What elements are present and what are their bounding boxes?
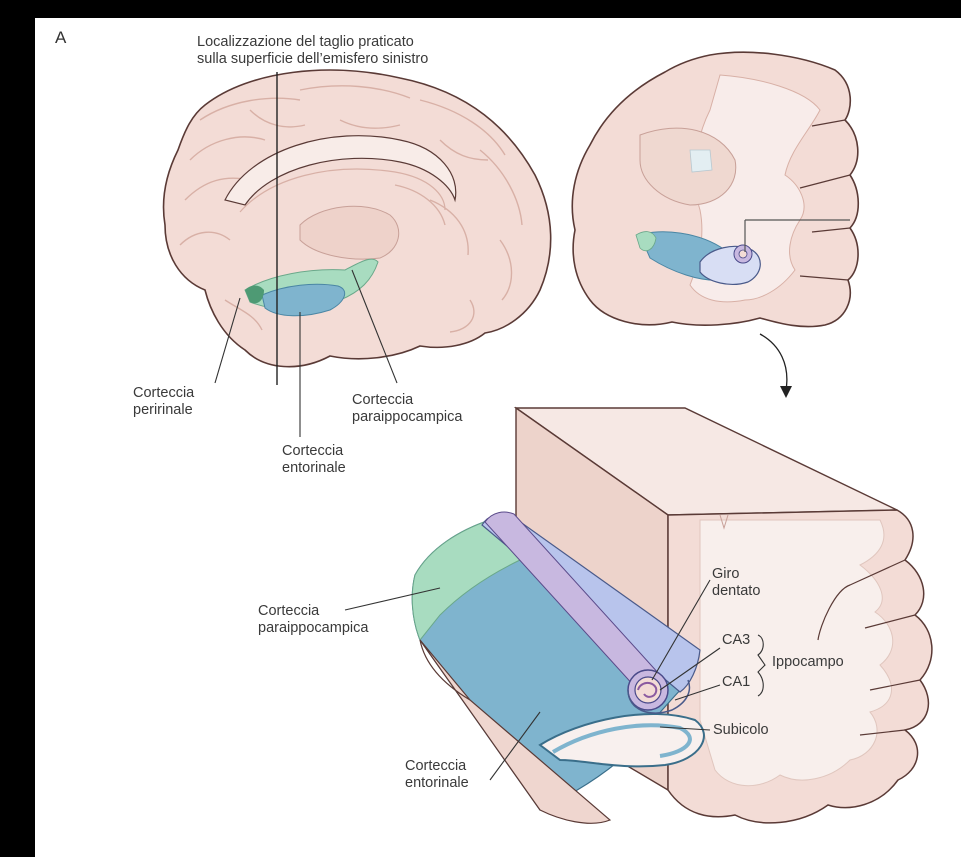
- detail-entorhinal-label-line1: Corteccia: [405, 758, 466, 775]
- cut-location-label-line1: Localizzazione del taglio praticato: [197, 34, 414, 51]
- medial-entorhinal-label-line2: entorinale: [282, 460, 346, 477]
- dentate-gyrus-label-line1: Giro: [712, 566, 739, 583]
- ca3-label: CA3: [722, 632, 750, 649]
- medial-hemisphere: [163, 70, 550, 437]
- medial-parahippocampal-label-line2: paraippocampica: [352, 409, 462, 426]
- medial-perirhinal-label-line2: peririnale: [133, 402, 193, 419]
- panel-letter: A: [55, 28, 66, 48]
- ca1-label: CA1: [722, 674, 750, 691]
- hippocampus-label: Ippocampo: [772, 654, 844, 671]
- dentate-gyrus-label-line2: dentato: [712, 583, 760, 600]
- detail-entorhinal-label-line2: entorinale: [405, 775, 469, 792]
- cut-location-label-line2: sulla superficie dell’emisfero sinistro: [197, 51, 428, 68]
- medial-entorhinal-label-line1: Corteccia: [282, 443, 343, 460]
- coronal-section: [572, 52, 858, 398]
- medial-parahippocampal-label-line1: Corteccia: [352, 392, 413, 409]
- subiculum-label: Subicolo: [713, 722, 769, 739]
- detail-parahippocampal-label-line2: paraippocampica: [258, 620, 368, 637]
- detail-parahippocampal-label-line1: Corteccia: [258, 603, 319, 620]
- medial-perirhinal-label-line1: Corteccia: [133, 385, 194, 402]
